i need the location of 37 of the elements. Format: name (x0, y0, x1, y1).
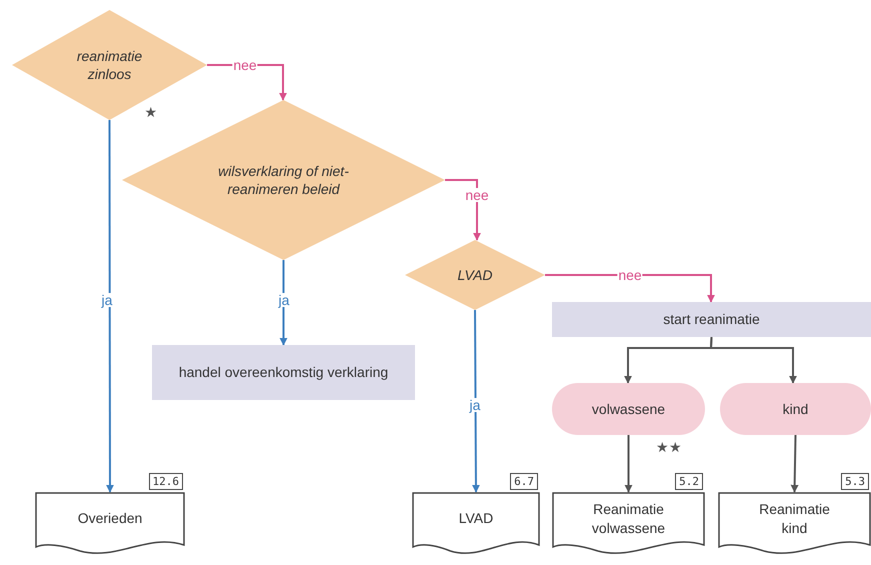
node-text: volwassene (592, 400, 666, 418)
arrow (472, 310, 480, 493)
node-text: handel overeenkomstig verklaring (178, 363, 388, 382)
node-text: wilsverklaring of niet-reanimeren beleid (217, 162, 350, 198)
node-text: Reanimatie volwassene (590, 500, 666, 537)
edge-label: ja (468, 398, 482, 412)
section-number: 5.2 (675, 473, 703, 490)
arrow (790, 434, 799, 493)
node-text: start reanimatie (663, 310, 760, 329)
node-text: reanimatie zinloos (76, 46, 144, 84)
process-box (552, 302, 871, 337)
edge-label: ja (100, 293, 114, 307)
document-shape (412, 492, 540, 555)
footnote-mark: ★ (144, 104, 158, 120)
decision-diamond (405, 240, 545, 310)
node-text: Reanimatie kind (758, 500, 831, 537)
document-shape (552, 492, 705, 555)
section-number: 5.3 (841, 473, 869, 490)
document-shape (718, 492, 871, 555)
category-pill (552, 383, 705, 435)
edge-label: nee (464, 188, 490, 202)
decision-diamond (12, 10, 207, 120)
arrow (710, 336, 797, 384)
node-text: Overieden (78, 509, 142, 528)
arrow (624, 435, 632, 493)
section-number: 12.6 (148, 473, 183, 490)
arrow (280, 260, 288, 346)
process-box (152, 345, 415, 400)
section-number: 6.7 (510, 473, 538, 490)
node-text: LVAD (457, 266, 493, 284)
footnote-mark: ★★ (656, 439, 682, 455)
arrow (106, 120, 114, 493)
node-text: LVAD (458, 509, 494, 528)
document-shape (35, 492, 185, 555)
category-pill (720, 383, 871, 435)
edge-label: ja (278, 293, 290, 307)
node-text: kind (782, 400, 808, 418)
